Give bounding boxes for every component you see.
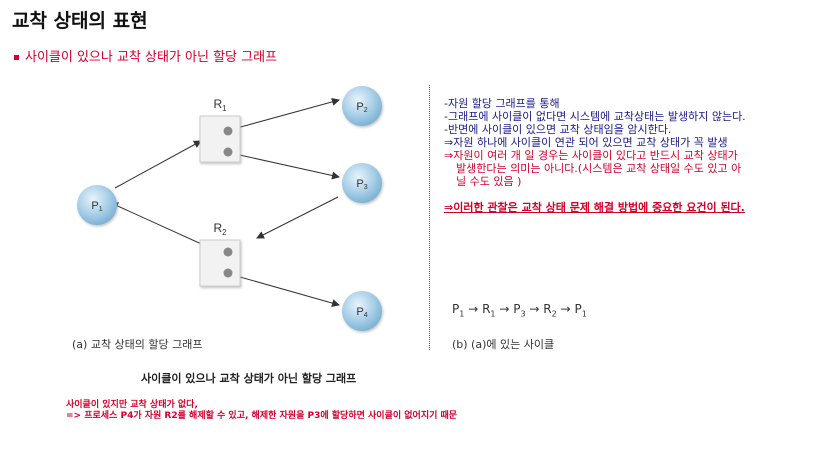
- arrow-right-icon: →: [529, 302, 540, 316]
- note-conclusion: ⇒이러한 관찰은 교착 상태 문제 해결 방법에 중요한 요건이 된다.: [444, 201, 745, 214]
- section-divider: [429, 85, 430, 350]
- footer-note: 사이클이 있지만 교착 상태가 없다, => 프로세스 P4가 자원 R2를 해…: [66, 400, 457, 422]
- footer-line: => 프로세스 P4가 자원 R2를 해제할 수 있고, 해제한 자원을 P3에…: [66, 411, 458, 421]
- notes-panel: -자원 할당 그래프를 통해 -그래프에 사이클이 없다면 시스템에 교착상태는…: [444, 97, 834, 214]
- note-line: 발생한다는 의미는 아니다.(시스템은 교착 상태일 수도 있고 아: [456, 162, 742, 175]
- arrow-right-icon: →: [468, 302, 479, 316]
- svg-text:P2: P2: [356, 101, 367, 114]
- note-line: -그래프에 사이클이 없다면 시스템에 교착상태는 발생하지 않는다.: [444, 110, 746, 123]
- note-line: ⇒자원 하나에 사이클이 연관 되어 있으면 교착 상태가 꼭 발생: [444, 136, 728, 149]
- svg-text:P1: P1: [91, 200, 102, 213]
- note-line: -자원 할당 그래프를 통해: [444, 97, 560, 110]
- arrow-right-icon: →: [499, 302, 510, 316]
- footer-line: 사이클이 있지만 교착 상태가 없다,: [66, 400, 198, 410]
- page-subtitle: 사이클이 있으나 교착 상태가 아닌 할당 그래프: [14, 46, 277, 65]
- caption-a: (a) 교착 상태의 할당 그래프: [72, 338, 203, 351]
- edge-r1-p2: [225, 97, 340, 132]
- bullet-icon: [14, 55, 19, 60]
- resource-r2: R2: [199, 221, 241, 287]
- process-p2: P2: [342, 86, 382, 126]
- note-line: -반면에 사이클이 있으면 교착 상태임을 암시한다.: [444, 123, 672, 136]
- page-title: 교착 상태의 표현: [12, 10, 148, 32]
- svg-text:P3: P3: [356, 178, 367, 191]
- edge-p1-r1: [114, 140, 202, 189]
- edge-r1-p3: [225, 151, 340, 180]
- arrow-right-icon: →: [560, 302, 571, 316]
- cycle-sequence: P1 → R1 → P3 → R2 → P1: [452, 302, 587, 319]
- caption-b: (b) (a)에 있는 사이클: [452, 338, 555, 351]
- svg-text:R1: R1: [213, 97, 227, 113]
- resource-r1: R1: [199, 97, 241, 163]
- allocation-graph-diagram: R1 R2 P1 P2 P3 P4: [77, 86, 382, 331]
- note-line: ⇒자원이 여러 개 일 경우는 사이클이 있다고 반드시 교착 상태가: [444, 149, 738, 162]
- svg-text:R2: R2: [213, 221, 227, 237]
- process-p1: P1: [77, 185, 117, 225]
- figure-caption: 사이클이 있으나 교착 상태가 아닌 할당 그래프: [141, 372, 357, 385]
- edge-p3-r2: [256, 196, 339, 239]
- svg-text:P4: P4: [356, 306, 367, 319]
- process-p4: P4: [342, 291, 382, 331]
- note-line: 닐 수도 있음 ): [456, 175, 522, 188]
- edge-r2-p4: [225, 272, 340, 307]
- subtitle-text: 사이클이 있으나 교착 상태가 아닌 할당 그래프: [25, 50, 278, 65]
- process-p3: P3: [342, 163, 382, 203]
